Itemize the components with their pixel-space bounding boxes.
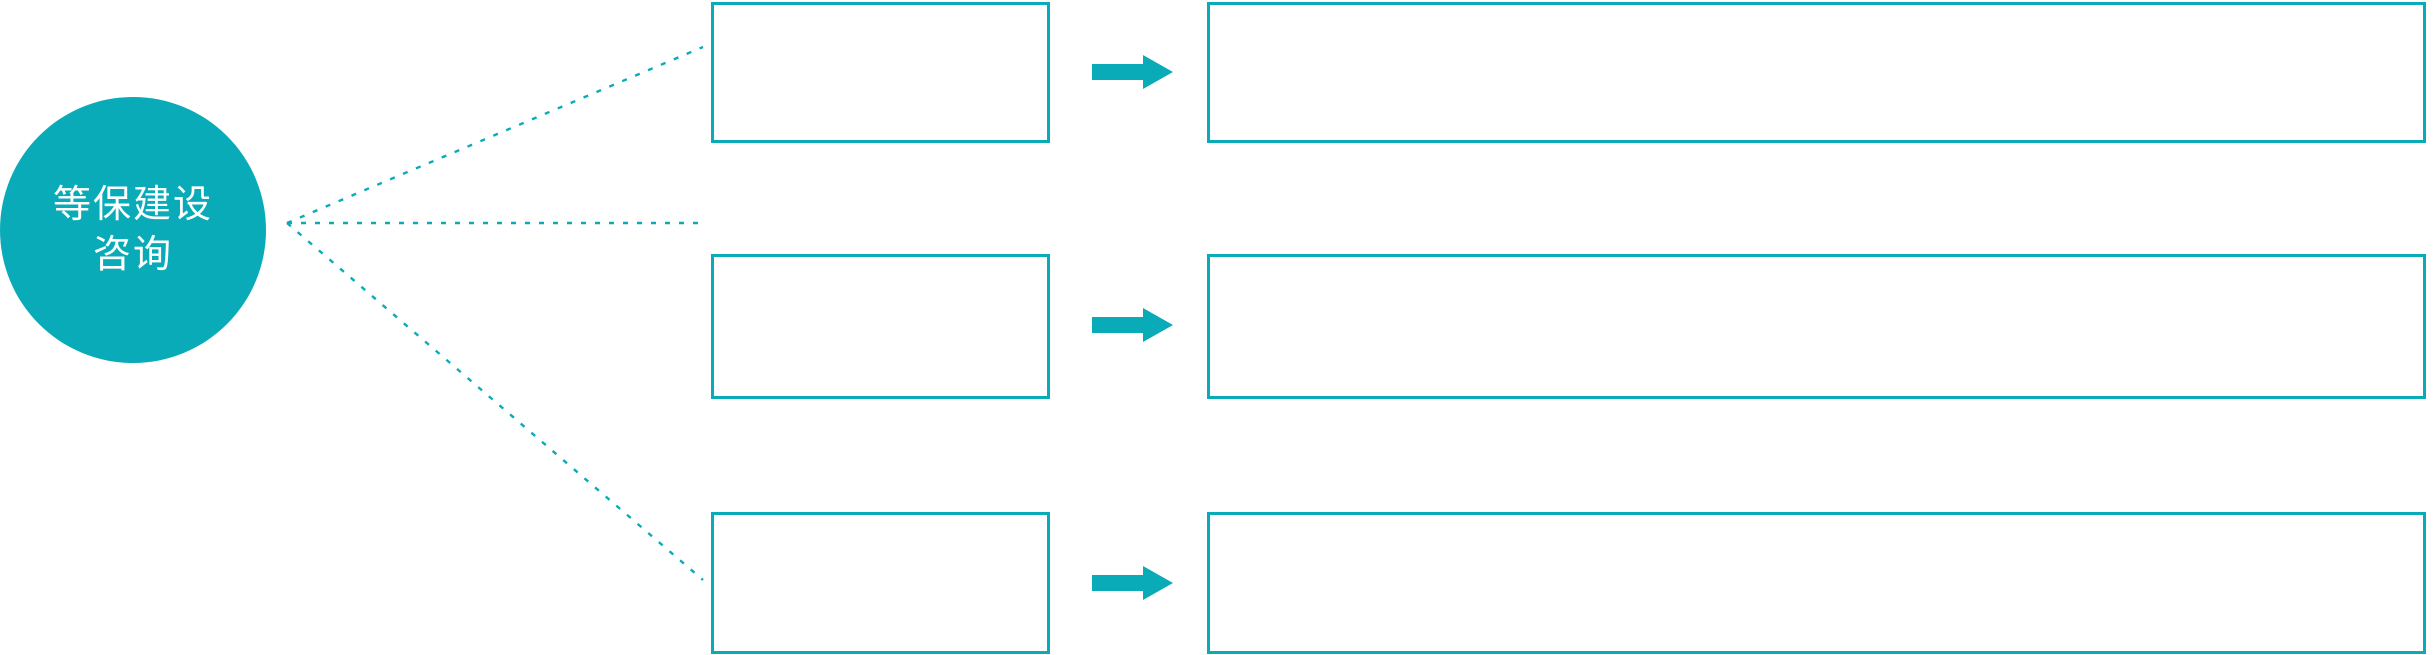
detail-box-row2[interactable] bbox=[1207, 254, 2426, 399]
right-arrow-icon bbox=[1092, 566, 1173, 600]
hub-label-line1: 等保建设 bbox=[52, 184, 213, 226]
category-box-row3[interactable] bbox=[711, 512, 1050, 654]
right-arrow-icon bbox=[1092, 55, 1173, 89]
hub-circle[interactable]: 等保建设 咨询 bbox=[0, 97, 266, 363]
detail-box-row1[interactable] bbox=[1207, 2, 2426, 143]
right-arrow-icon bbox=[1092, 308, 1173, 342]
connector-line-row3 bbox=[286, 222, 704, 581]
category-box-row2[interactable] bbox=[711, 254, 1050, 399]
hub-label-line2: 咨询 bbox=[92, 234, 173, 276]
category-box-row1[interactable] bbox=[711, 2, 1050, 143]
connector-line-row1 bbox=[286, 45, 704, 225]
detail-box-row3[interactable] bbox=[1207, 512, 2426, 654]
